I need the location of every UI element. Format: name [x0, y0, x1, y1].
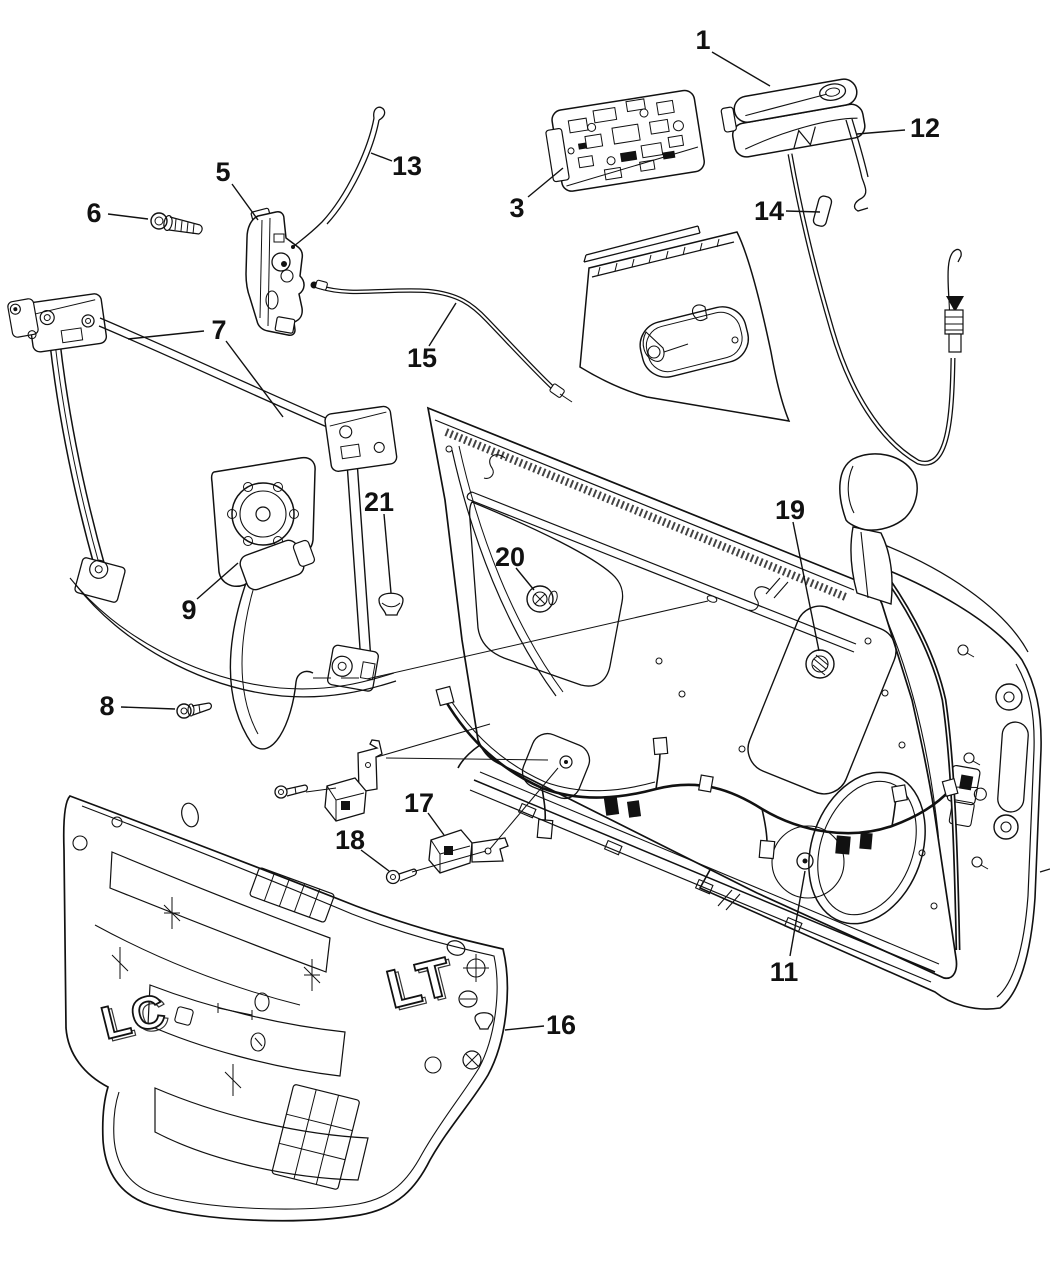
release-cable — [787, 153, 964, 466]
callout-label-1: 1 — [695, 25, 710, 55]
callout-leader-1 — [711, 51, 771, 87]
callout-label-17: 17 — [404, 788, 434, 818]
callout-label-15: 15 — [407, 343, 437, 373]
callout-label-16: 16 — [546, 1010, 576, 1040]
callout-leader-9 — [196, 562, 239, 600]
callout-leader-5 — [231, 183, 259, 221]
exterior-door-handle — [720, 78, 866, 158]
bracket-screw-b — [385, 868, 417, 885]
bracket-lower — [428, 829, 509, 874]
callout-label-12: 12 — [910, 113, 940, 143]
glass-curve — [75, 584, 397, 698]
bolt — [150, 212, 203, 235]
callout-leader-6 — [107, 213, 149, 220]
door-bottom-band — [469, 577, 940, 983]
mirror-flag — [839, 453, 918, 605]
callout-leader-21 — [383, 513, 392, 594]
shield-grid-top — [249, 867, 335, 923]
callout-leader-11 — [789, 870, 806, 957]
callout-label-14: 14 — [754, 196, 784, 226]
inner-door-panel — [426, 406, 959, 983]
lift-cable-loop — [229, 579, 314, 750]
callout-label-13: 13 — [392, 151, 422, 181]
window-regulator — [7, 293, 398, 750]
callout-label-8: 8 — [99, 691, 114, 721]
grommet-20 — [526, 585, 558, 613]
callout-leader-18 — [360, 849, 390, 872]
callout-leader-7 — [127, 330, 205, 340]
shield-grid-bottom — [271, 1084, 360, 1190]
bracket-upper — [324, 739, 383, 822]
callout-leader-17 — [427, 812, 445, 836]
callout-leader-7 — [225, 340, 284, 418]
access-opening — [468, 501, 624, 687]
callout-label-7: 7 — [211, 315, 226, 345]
callout-leader-20 — [515, 567, 535, 591]
callout-label-19: 19 — [775, 495, 805, 525]
lock-rod — [291, 106, 386, 249]
door-latch — [245, 207, 305, 336]
grommet-21 — [378, 592, 404, 616]
callout-label-11: 11 — [770, 957, 799, 987]
outer-panel-corner — [579, 225, 791, 422]
callout-leader-14 — [785, 210, 821, 213]
bracket-screw-a — [274, 784, 308, 799]
wiring-harness — [435, 685, 959, 860]
regulator-clamp — [7, 298, 39, 340]
regulator-motor — [210, 456, 316, 591]
callout-label-9: 9 — [181, 595, 196, 625]
drain-hole — [796, 852, 814, 870]
projection-lines — [305, 600, 709, 873]
callout-label-6: 6 — [86, 198, 101, 228]
callout-leader-16 — [504, 1025, 545, 1031]
latch-access-frame — [747, 605, 897, 795]
callout-label-3: 3 — [509, 193, 524, 223]
callout-leader-12 — [856, 129, 906, 135]
callout-label-21: 21 — [364, 487, 394, 517]
callout-leader-13 — [370, 152, 393, 162]
alignment-mark — [163, 897, 181, 929]
callout-leader-8 — [120, 706, 176, 710]
callout-leader-3 — [527, 167, 564, 198]
water-shield — [62, 795, 509, 1222]
inside-release-cable — [310, 279, 573, 403]
callout-label-18: 18 — [335, 825, 365, 855]
screw — [176, 702, 212, 719]
latch-rod — [845, 118, 869, 212]
callout-label-5: 5 — [215, 157, 230, 187]
callout-leader-19 — [792, 521, 820, 652]
callout-leader-15 — [428, 302, 457, 347]
handle-carrier — [545, 89, 705, 192]
callout-label-20: 20 — [495, 542, 525, 572]
grommet-19 — [805, 649, 835, 679]
